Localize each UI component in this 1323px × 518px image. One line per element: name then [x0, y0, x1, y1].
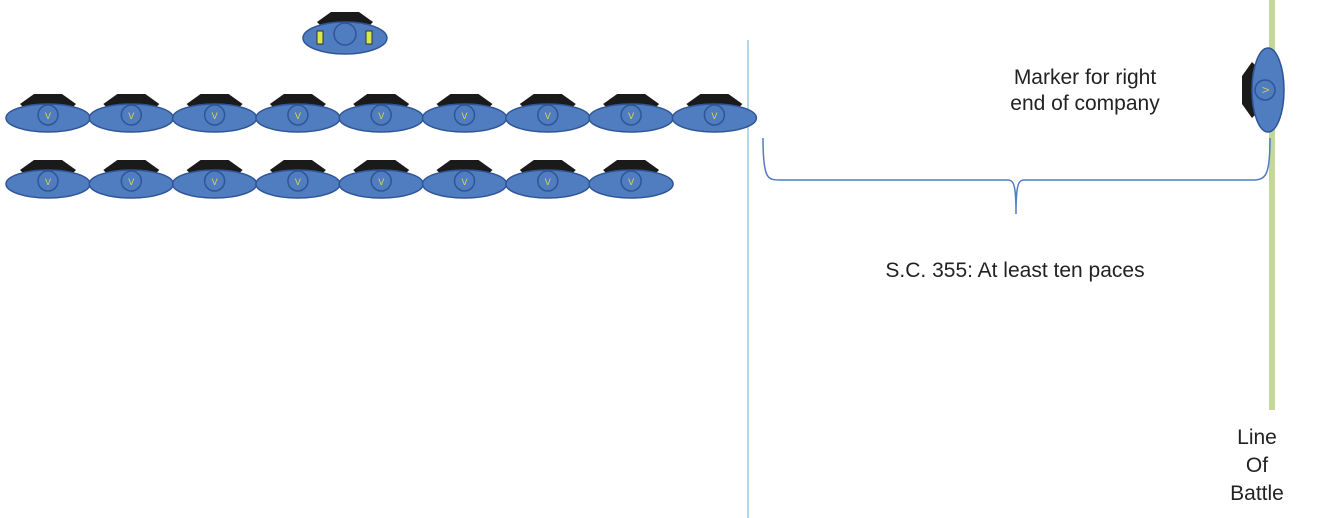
svg-text:V: V: [295, 177, 301, 187]
front-rank-soldier-icon: V: [671, 94, 758, 133]
svg-text:V: V: [378, 111, 384, 121]
svg-text:V: V: [628, 177, 634, 187]
rear-rank-soldier-icon: V: [421, 160, 508, 199]
svg-text:V: V: [212, 111, 218, 121]
right-end-marker-icon: V: [1242, 47, 1285, 133]
rear-rank-soldier-icon: V: [255, 160, 341, 199]
svg-text:V: V: [212, 177, 218, 187]
svg-text:V: V: [545, 111, 551, 121]
rear-rank-soldier-icon: V: [88, 160, 175, 199]
marker-label-line1: Marker for right: [1013, 66, 1157, 89]
line-of-battle-label: Line Of Battle: [1222, 424, 1292, 508]
officer-icon: [302, 12, 388, 55]
svg-text:V: V: [1261, 87, 1271, 93]
front-rank-soldier-icon: V: [171, 94, 258, 133]
svg-text:V: V: [128, 177, 134, 187]
svg-text:V: V: [128, 111, 134, 121]
front-rank-soldier-icon: V: [338, 94, 424, 133]
svg-text:V: V: [461, 111, 467, 121]
line-of-battle-label-line1: Line: [1237, 426, 1277, 449]
front-rank-soldier-icon: V: [505, 94, 591, 133]
svg-text:V: V: [711, 111, 717, 121]
marker-label-line2: end of company: [1010, 92, 1160, 115]
front-rank-soldier-icon: V: [421, 94, 508, 133]
rear-rank-soldier-icon: V: [171, 160, 258, 199]
marker-label: Marker for right end of company: [960, 65, 1210, 117]
distance-label: S.C. 355: At least ten paces: [885, 259, 1145, 282]
front-rank-soldier-icon: V: [88, 94, 175, 133]
rear-rank-soldier-icon: V: [588, 160, 674, 199]
line-of-battle-label-line3: Battle: [1230, 482, 1284, 505]
line-of-battle-label-line2: Of: [1245, 454, 1269, 477]
front-rank-soldier-icon: V: [255, 94, 341, 133]
front-rank-soldier-icon: V: [5, 94, 91, 133]
svg-text:V: V: [378, 177, 384, 187]
svg-text:V: V: [628, 111, 634, 121]
rear-rank-soldier-icon: V: [5, 160, 91, 199]
front-rank-soldier-icon: V: [588, 94, 674, 133]
svg-text:V: V: [461, 177, 467, 187]
rear-rank-soldier-icon: V: [338, 160, 424, 199]
svg-text:V: V: [545, 177, 551, 187]
svg-text:V: V: [295, 111, 301, 121]
distance-brace: [762, 137, 1271, 215]
rear-rank-soldier-icon: V: [505, 160, 591, 199]
svg-text:V: V: [45, 111, 51, 121]
svg-text:V: V: [45, 177, 51, 187]
